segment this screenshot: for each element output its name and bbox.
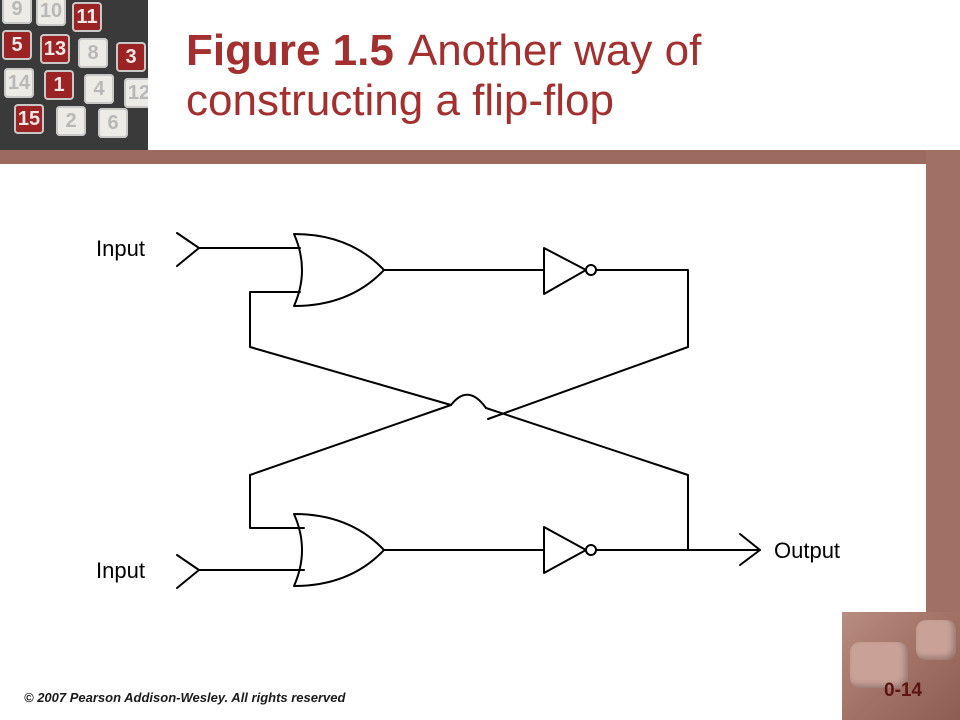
input-label-top: Input bbox=[96, 236, 145, 261]
input-label-bottom: Input bbox=[96, 558, 145, 583]
or-gate-bottom bbox=[293, 513, 385, 587]
not-bubble-top bbox=[585, 264, 597, 276]
puzzle-tile: 3 bbox=[116, 42, 146, 72]
header-band bbox=[0, 150, 960, 164]
puzzle-tile: 13 bbox=[40, 34, 70, 64]
puzzle-image: 9 10 11 5 13 8 3 14 1 4 12 15 2 6 bbox=[0, 0, 148, 150]
not-gate-bottom bbox=[543, 526, 587, 574]
input-arrow-bottom bbox=[176, 554, 200, 589]
puzzle-tile: 8 bbox=[78, 38, 108, 68]
puzzle-tile: 15 bbox=[14, 104, 44, 134]
copyright-text: © 2007 Pearson Addison-Wesley. All right… bbox=[24, 690, 346, 705]
slide-number: 0-14 bbox=[884, 680, 923, 701]
output-label: Output bbox=[774, 538, 840, 563]
feedback-wire-cross bbox=[249, 404, 452, 529]
page-title: Figure 1.5 Another way of constructing a … bbox=[186, 26, 701, 126]
figure-label: Figure 1.5 bbox=[186, 26, 394, 75]
not-gate-top bbox=[543, 247, 587, 295]
puzzle-tile: 4 bbox=[84, 74, 114, 104]
puzzle-tile: 14 bbox=[4, 68, 34, 98]
output-arrow bbox=[739, 533, 761, 566]
feedback-wire-top bbox=[487, 269, 689, 420]
puzzle-tile: 1 bbox=[44, 70, 74, 100]
puzzle-tile: 11 bbox=[72, 2, 102, 32]
puzzle-tile: 6 bbox=[98, 108, 128, 138]
title-line-2: constructing a flip-flop bbox=[186, 76, 614, 125]
puzzle-tile: 12 bbox=[124, 78, 148, 108]
keyboard-corner-image bbox=[842, 612, 960, 720]
or-gate-top bbox=[293, 233, 385, 307]
feedback-wire-left bbox=[249, 291, 452, 406]
not-bubble-bottom bbox=[585, 544, 597, 556]
diagram-area: Input Input Output bbox=[0, 164, 926, 612]
wire-hop bbox=[450, 393, 487, 409]
puzzle-tile: 2 bbox=[56, 106, 86, 136]
puzzle-tile: 10 bbox=[36, 0, 66, 26]
puzzle-tile: 5 bbox=[2, 30, 32, 60]
feedback-wire-right bbox=[485, 407, 689, 551]
input-arrow-top bbox=[176, 232, 200, 267]
flip-flop-diagram: Input Input Output bbox=[96, 232, 840, 589]
puzzle-tile: 9 bbox=[2, 0, 32, 24]
title-line-1: Another way of bbox=[407, 26, 702, 75]
